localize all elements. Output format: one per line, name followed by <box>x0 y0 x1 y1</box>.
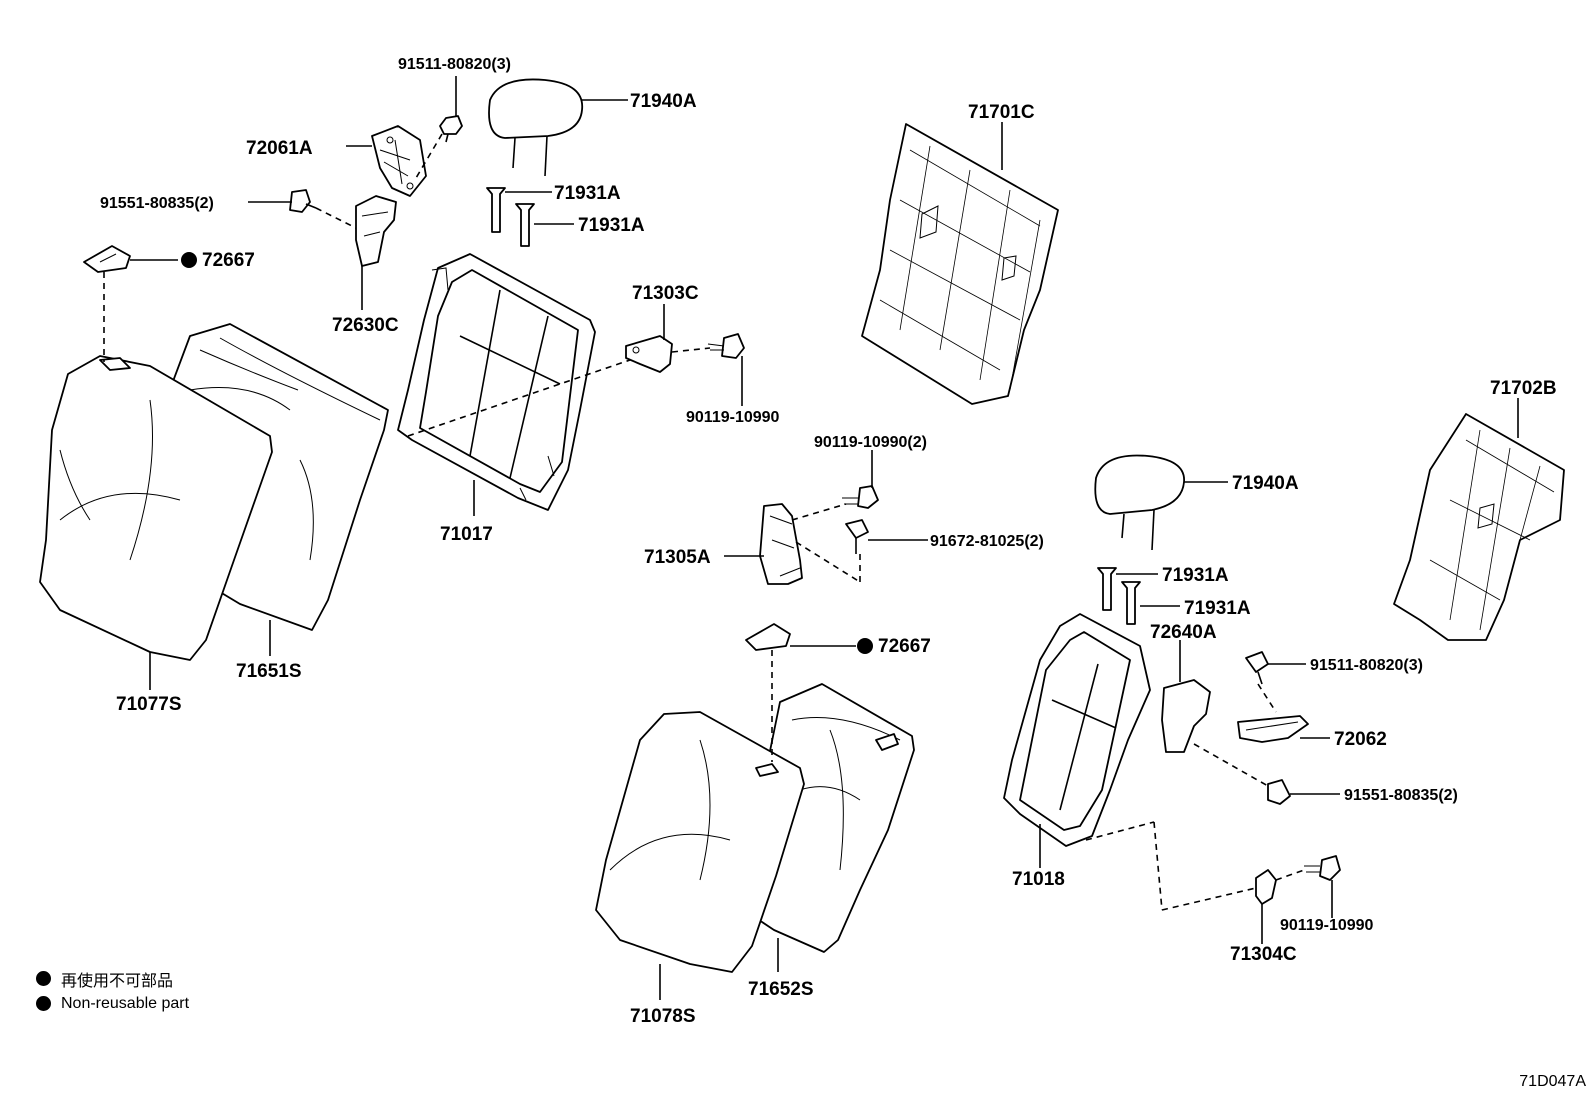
part-72667-top: 72667 <box>202 250 255 271</box>
assembly-dash-lines <box>103 133 1305 911</box>
bolt-91672 <box>845 519 869 554</box>
part-72061a: 72061A <box>246 138 313 159</box>
bolt-91551-right <box>1267 779 1291 805</box>
bolt-90119-bottom <box>1304 855 1341 881</box>
part-90119-10990-bottom: 90119-10990 <box>1280 917 1374 934</box>
part-91551-80835-top: 91551-80835(2) <box>100 195 214 212</box>
part-71702b: 71702B <box>1490 378 1557 399</box>
part-71931a-a: 71931A <box>554 183 621 204</box>
legend: 再使用不可部品 Non-reusable part <box>36 966 189 1016</box>
back-panel-71702b <box>1393 413 1565 641</box>
part-71701c: 71701C <box>968 102 1035 123</box>
part-72630c: 72630C <box>332 315 399 336</box>
part-71304c: 71304C <box>1230 944 1297 965</box>
non-reusable-dot-icon <box>36 971 51 986</box>
part-72062: 72062 <box>1334 729 1387 750</box>
part-90119-10990-2: 90119-10990(2) <box>814 434 927 451</box>
non-reusable-dot-72667-mid <box>857 638 873 654</box>
headrest-right <box>1094 454 1185 551</box>
part-71931a-d: 71931A <box>1184 598 1251 619</box>
bolt-90119-top <box>707 333 745 359</box>
legend-text-jp: 再使用不可部品 <box>61 972 174 990</box>
seatback-pad-71077s <box>39 355 273 661</box>
lock-bracket-72061a <box>371 125 427 197</box>
headrest-left <box>488 78 583 177</box>
back-panel-71701c <box>861 123 1059 405</box>
part-71077s: 71077S <box>116 694 182 715</box>
seatback-frame-71017 <box>397 253 596 511</box>
seatback-frame-71018 <box>1003 613 1151 847</box>
part-71940a-top: 71940A <box>630 91 697 112</box>
bolt-90119-center <box>842 485 879 509</box>
part-71652s: 71652S <box>748 979 814 1000</box>
bolt-91551-top <box>289 189 317 213</box>
part-71303c: 71303C <box>632 283 699 304</box>
non-reusable-dot-72667-top <box>181 252 197 268</box>
part-71931a-b: 71931A <box>578 215 645 236</box>
non-reusable-dot-icon <box>36 996 51 1011</box>
part-71078s: 71078S <box>630 1006 696 1027</box>
lock-72630c <box>355 195 397 267</box>
part-91511-80820-right: 91511-80820(3) <box>1310 657 1423 674</box>
part-91511-80820-top: 91511-80820(3) <box>398 56 511 73</box>
part-72667-mid: 72667 <box>878 636 931 657</box>
clip-72667-top <box>83 245 131 273</box>
part-91672-81025-2: 91672-81025(2) <box>930 533 1044 550</box>
cable-72062 <box>1237 715 1309 743</box>
part-71018: 71018 <box>1012 869 1065 890</box>
lock-72640a <box>1161 679 1211 753</box>
legend-text-en: Non-reusable part <box>61 994 190 1012</box>
legend-row-en: Non-reusable part <box>36 991 189 1016</box>
legend-row-jp: 再使用不可部品 <box>36 966 189 991</box>
part-71931a-c: 71931A <box>1162 565 1229 586</box>
part-72640a: 72640A <box>1150 622 1217 643</box>
clip-72667-mid <box>745 623 791 651</box>
part-71940a-right: 71940A <box>1232 473 1299 494</box>
reference-code: 71D047A <box>1519 1073 1586 1090</box>
part-90119-10990-top: 90119-10990 <box>686 409 780 426</box>
part-labels: 91511-80820(3) 71940A 72061A 91551-80835… <box>100 56 1557 1027</box>
bolt-91511-top <box>439 115 463 143</box>
part-71017: 71017 <box>440 524 493 545</box>
leader-lines <box>130 76 1519 1000</box>
part-71305a: 71305A <box>644 547 711 568</box>
headrest-guide-right-a <box>1097 567 1117 611</box>
part-71651s: 71651S <box>236 661 302 682</box>
headrest-guide-left-a <box>486 187 506 233</box>
headrest-guide-right-b <box>1121 581 1141 625</box>
seatback-pad-71078s <box>595 711 805 973</box>
bracket-71304c <box>1255 869 1277 905</box>
headrest-guide-left-b <box>515 203 535 247</box>
bolt-91511-right <box>1245 651 1269 685</box>
bracket-71305a <box>759 503 803 585</box>
bracket-71303c <box>625 335 673 373</box>
part-91551-80835-right: 91551-80835(2) <box>1344 787 1458 804</box>
